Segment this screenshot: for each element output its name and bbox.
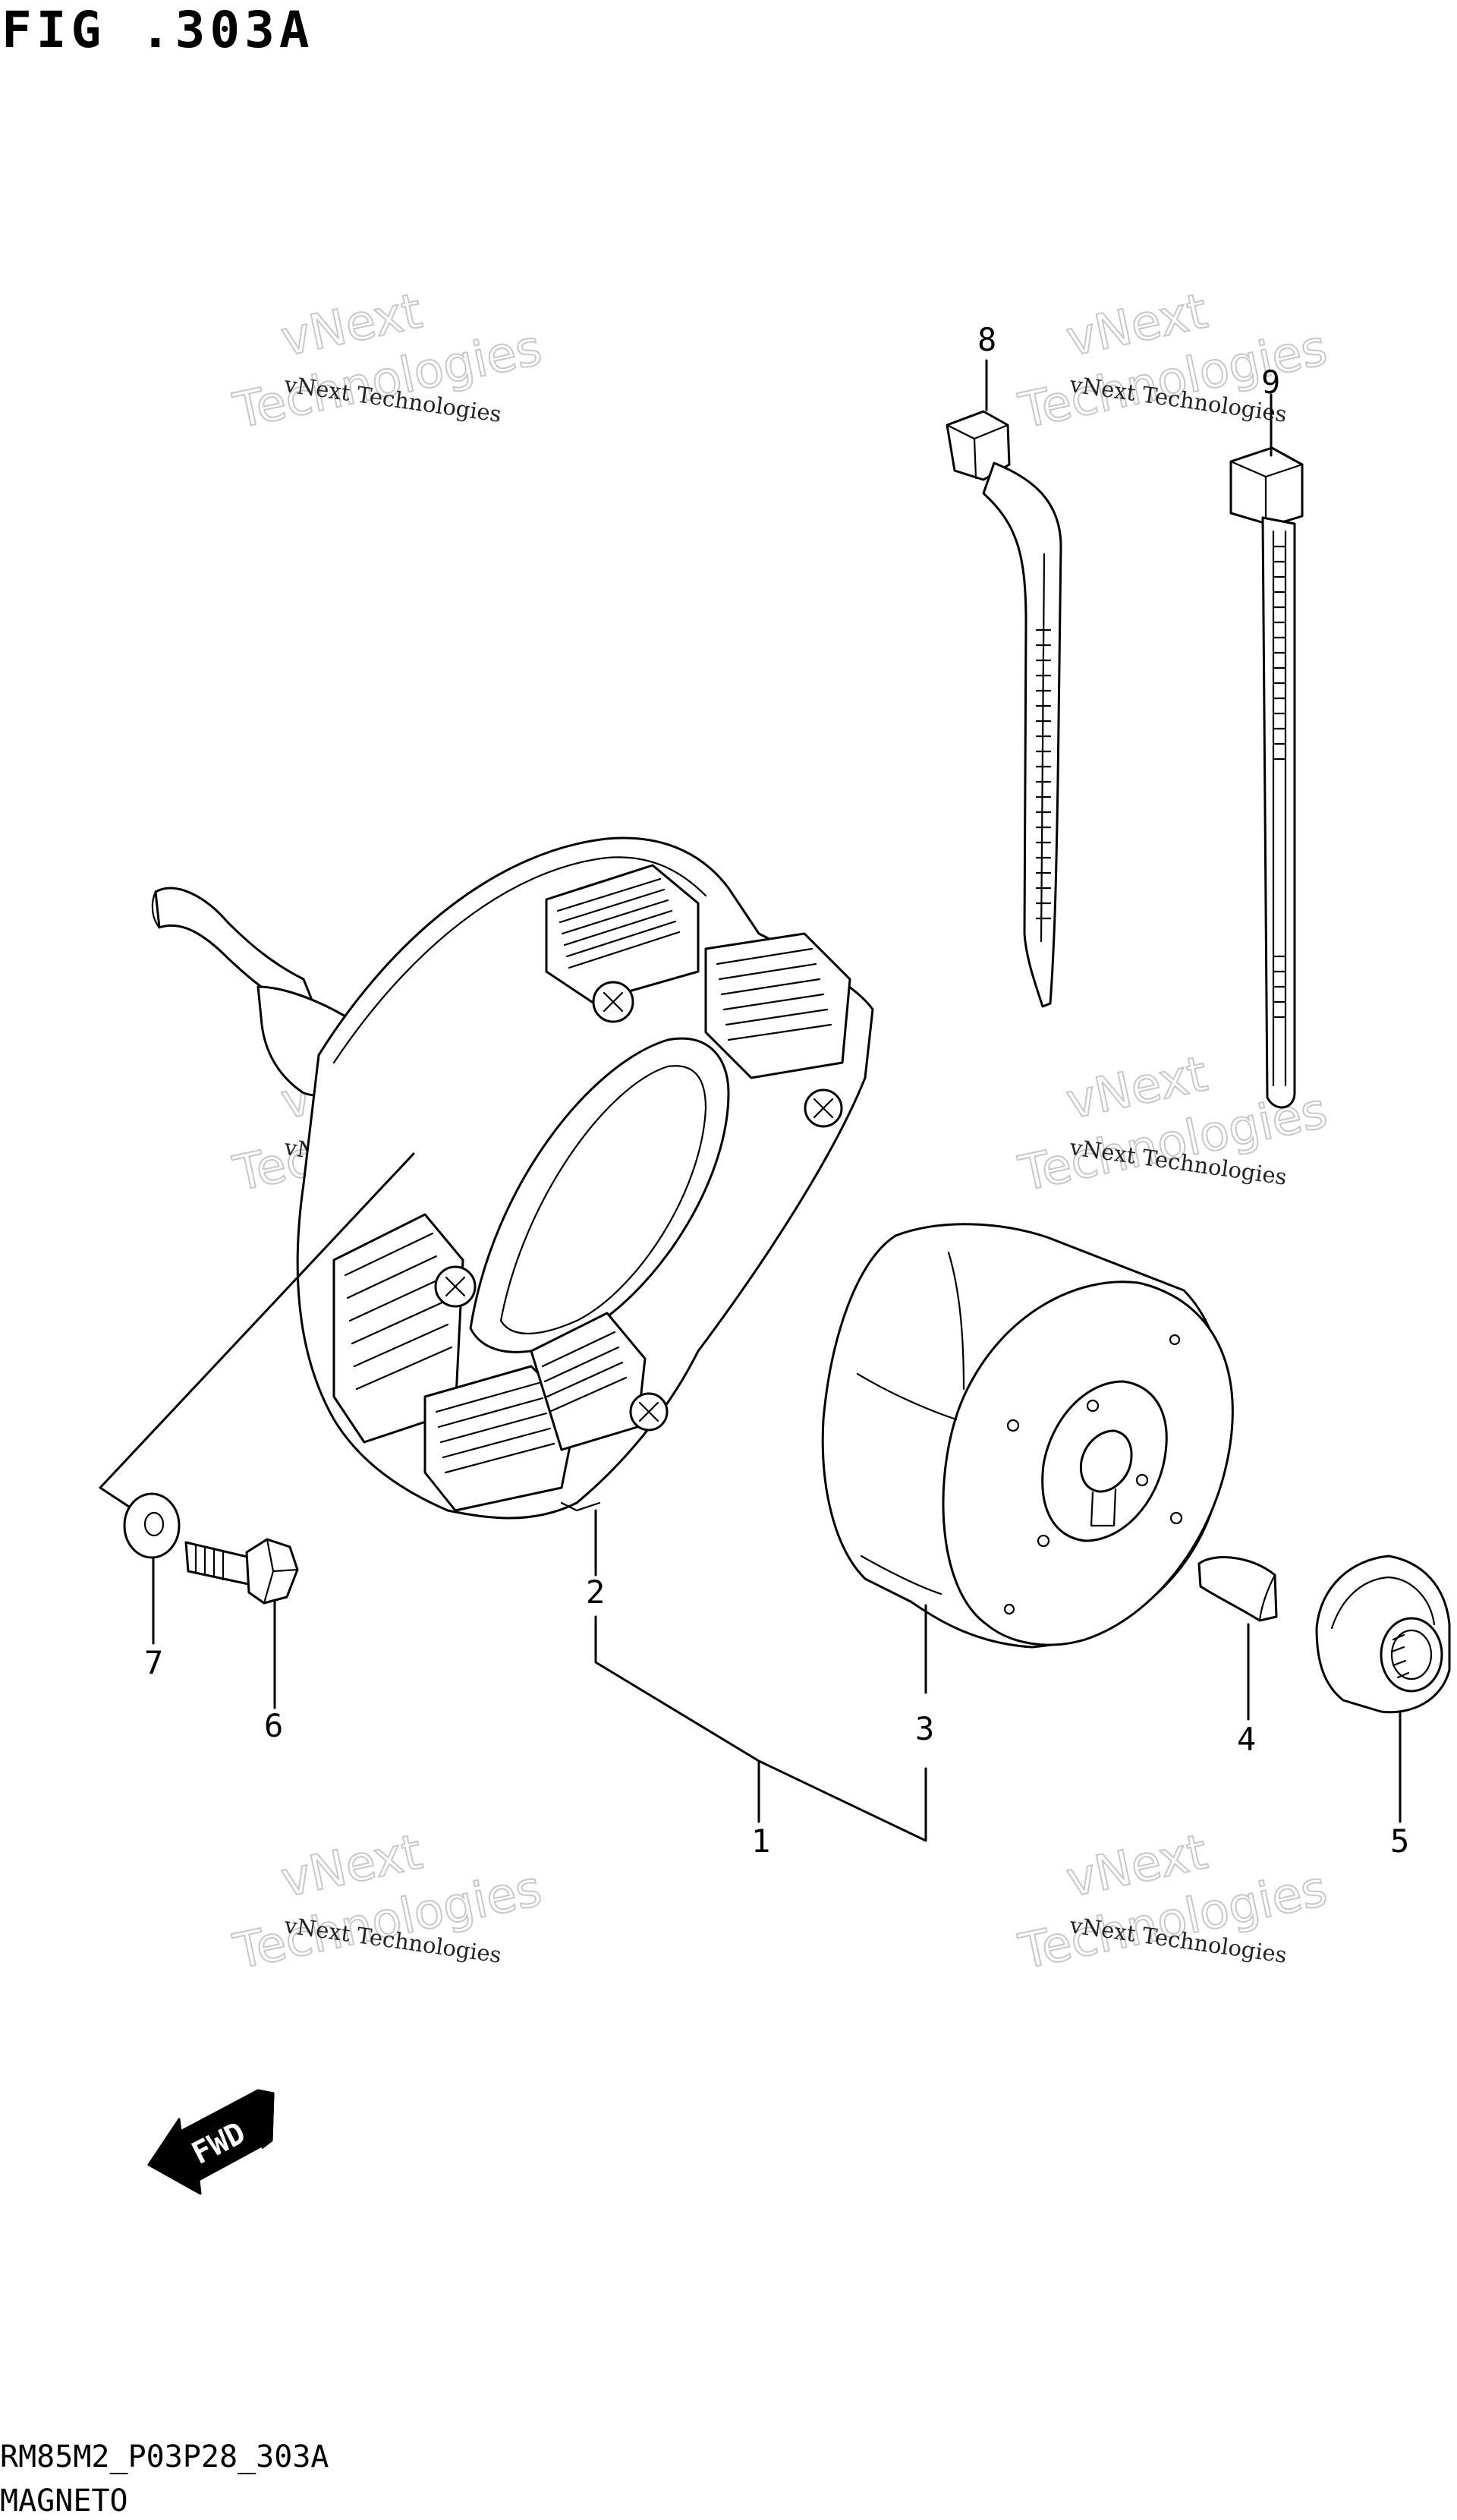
cable-tie-8-illustration [946,410,1062,1008]
rotor-illustration [821,1223,1234,1649]
figure-title: FIG .303A [2,1,314,59]
washer-illustration [123,1492,181,1559]
callout-5: 5 [1390,1822,1409,1860]
fwd-arrow: FWD [147,2089,275,2195]
callout-4: 4 [1237,1721,1256,1758]
section-name: MAGNETO [0,2484,128,2518]
cable-tie-9-illustration [1229,446,1304,1109]
callout-2: 2 [586,1573,605,1611]
bolt-illustration [184,1538,299,1605]
callout-7: 7 [144,1644,163,1681]
callout-1: 1 [751,1822,770,1860]
callout-8: 8 [977,321,996,358]
leader-lines [99,359,1402,1842]
callout-9: 9 [1261,364,1280,401]
callout-3: 3 [915,1710,934,1747]
watermark: vNext Technologies vNext Technologies [228,282,548,440]
watermark: vNext Technologies vNext Technologies [1014,1823,1333,1981]
watermark: vNext Technologies vNext Technologies [1014,282,1333,440]
drawing-code: RM85M2_P03P28_303A [0,2440,329,2474]
callout-numbers: 1 2 3 4 5 6 7 8 9 [144,321,1409,1860]
key-illustration [1197,1556,1278,1622]
callout-6: 6 [264,1707,283,1744]
watermark: vNext Technologies vNext Technologies [228,1823,548,1981]
nut-illustration [1315,1555,1451,1714]
stator-assembly-illustration [151,836,874,1520]
